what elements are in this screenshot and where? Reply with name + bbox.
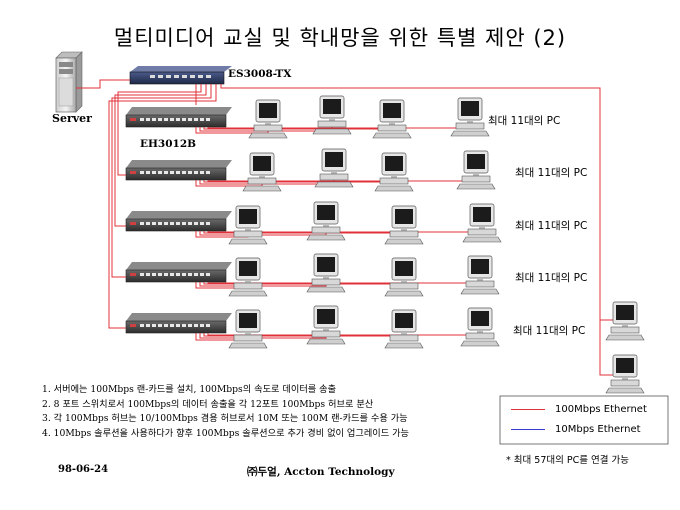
pc-icon bbox=[460, 255, 500, 295]
footer-date: 98-06-24 bbox=[58, 464, 109, 475]
pc-icon bbox=[456, 150, 496, 190]
ethernet-links bbox=[76, 79, 620, 376]
pc-icon bbox=[384, 309, 424, 349]
pc-icon bbox=[228, 309, 268, 349]
legend-swatch-red bbox=[511, 409, 545, 410]
pc-group-label: 최대 11대의 PC bbox=[513, 325, 586, 337]
pc-icon bbox=[384, 205, 424, 245]
pc-icon bbox=[460, 307, 500, 347]
pc-icon bbox=[605, 301, 645, 341]
notes-list: 1. 서버에는 100Mbps 랜-카드를 설치, 100Mbps의 속도로 데… bbox=[42, 383, 409, 441]
pc-icon bbox=[372, 99, 412, 139]
note-item: 1. 서버에는 100Mbps 랜-카드를 설치, 100Mbps의 속도로 데… bbox=[42, 384, 337, 395]
max-pc-note: * 최대 57대의 PC를 연결 가능 bbox=[506, 455, 629, 466]
pc-icon bbox=[450, 97, 490, 137]
pc-row-3 bbox=[228, 201, 502, 245]
pc-icon bbox=[462, 203, 502, 243]
hub-icon bbox=[125, 261, 233, 283]
pc-icon bbox=[228, 257, 268, 297]
legend-swatch-blue bbox=[511, 429, 545, 430]
note-item: 4. 10Mbps 솔루션을 사용하다가 향후 100Mbps 솔루션으로 추가… bbox=[42, 427, 410, 439]
pc-icon bbox=[605, 354, 645, 394]
switch-label: ES3008-TX bbox=[228, 68, 292, 80]
hub-icon bbox=[125, 312, 233, 334]
switch-icon bbox=[129, 66, 232, 85]
pc-group-label: 최대 11대의 PC bbox=[515, 272, 588, 284]
legend-item-100mbps: 100Mbps Ethernet bbox=[511, 404, 647, 415]
legend-item-10mbps: 10Mbps Ethernet bbox=[511, 424, 641, 435]
hub-icon bbox=[125, 159, 233, 181]
legend-box bbox=[499, 395, 669, 445]
pc-icon bbox=[228, 205, 268, 245]
legend-label: 100Mbps Ethernet bbox=[555, 404, 647, 415]
hub-icon bbox=[125, 106, 233, 128]
pc-group-label: 최대 11대의 PC bbox=[515, 220, 588, 232]
pc-group-label: 최대 11대의 PC bbox=[488, 115, 561, 127]
note-item: 3. 각 100Mbps 허브는 10/100Mbps 겸용 허브로서 10M … bbox=[42, 413, 408, 424]
hub-icon bbox=[125, 210, 233, 232]
note-item: 2. 8 포트 스위치로서 100Mbps의 데이터 송출을 각 12포트 10… bbox=[42, 398, 374, 410]
pc-icon bbox=[384, 257, 424, 297]
pc-group-label: 최대 11대의 PC bbox=[515, 167, 588, 179]
pc-row-5 bbox=[228, 305, 500, 349]
pc-row-1 bbox=[248, 95, 490, 139]
hub-label: EH3012B bbox=[140, 138, 197, 150]
server-label: Server bbox=[52, 112, 92, 125]
slide-title: 멀티미디어 교실 및 학내망을 위한 특별 제안 (2) bbox=[113, 26, 567, 50]
legend-label: 10Mbps Ethernet bbox=[555, 424, 641, 435]
footer-company: ㈜두얼, Accton Technology bbox=[247, 466, 395, 478]
pc-row-4 bbox=[228, 253, 500, 297]
pc-row-2 bbox=[242, 148, 496, 192]
server-icon bbox=[55, 51, 83, 113]
pc-icon bbox=[374, 152, 414, 192]
